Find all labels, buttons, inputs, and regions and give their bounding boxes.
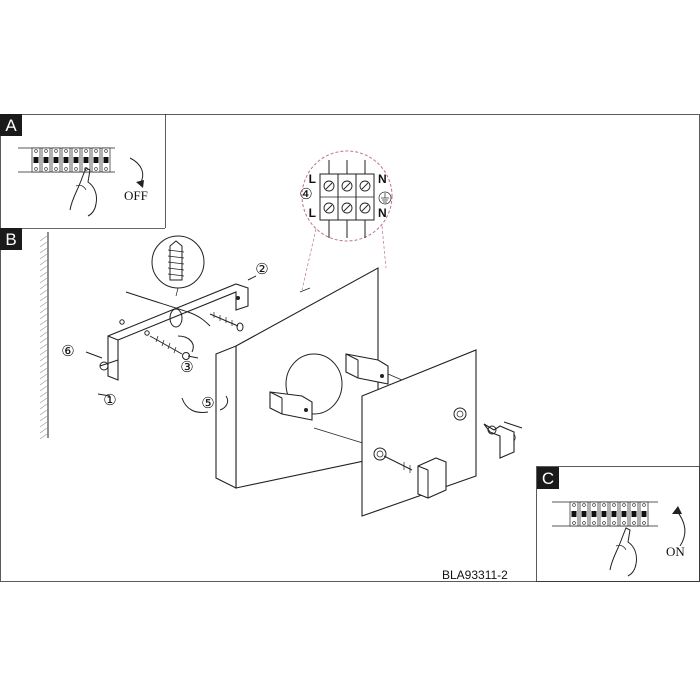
wall-plug-detail [151,235,205,297]
cover-knob-rear [483,423,515,459]
wall-hatch [39,232,49,440]
rear-connector-block [345,353,389,385]
on-label: ON [666,544,685,559]
cover-knob-front [417,457,447,499]
panel-c-marker [537,467,559,489]
breaker-row-on [552,501,658,527]
panel-b: B [0,150,523,517]
panel-a: A OFF [0,114,148,217]
terminal-label-l-top: L [309,172,316,186]
mounting-bracket [107,283,249,381]
front-connector-block [269,391,313,421]
fixing-nut [99,359,119,371]
off-label: OFF [124,188,148,203]
panel-c: C ON [536,466,700,582]
hand-icon [69,167,97,217]
terminal-block-detail: L N L N [301,150,393,291]
step-5-label: ⑤ [201,396,214,412]
ground-icon [378,191,392,205]
terminal-label-n-bottom: N [378,206,387,220]
panel-c-letter: C [542,469,554,488]
screw-3 [149,335,190,360]
panel-a-letter: A [5,116,17,135]
lamp-opening [285,353,343,415]
hand-icon-on [609,527,637,577]
front-cover-plate [361,349,515,517]
step-2-label: ② [255,262,268,278]
power-cable [125,291,211,327]
step-4-label: ④ [299,187,312,203]
up-arrow-icon [675,509,686,547]
step-3-label: ③ [180,360,193,376]
step-arrows [85,275,523,429]
panel-a-marker [0,114,22,136]
step-1-label: ① [103,393,116,409]
panel-b-letter: B [5,230,16,249]
panel-b-marker [0,228,22,250]
breaker-row-off [18,147,115,173]
down-arrow-icon [129,157,144,185]
screw-2 [209,312,244,332]
terminal-label-n-top: N [378,172,387,186]
back-housing [215,267,403,489]
model-code: BLA93311-2 [442,568,508,582]
step-6-label: ⑥ [61,344,74,360]
terminal-label-l-bottom: L [309,206,316,220]
